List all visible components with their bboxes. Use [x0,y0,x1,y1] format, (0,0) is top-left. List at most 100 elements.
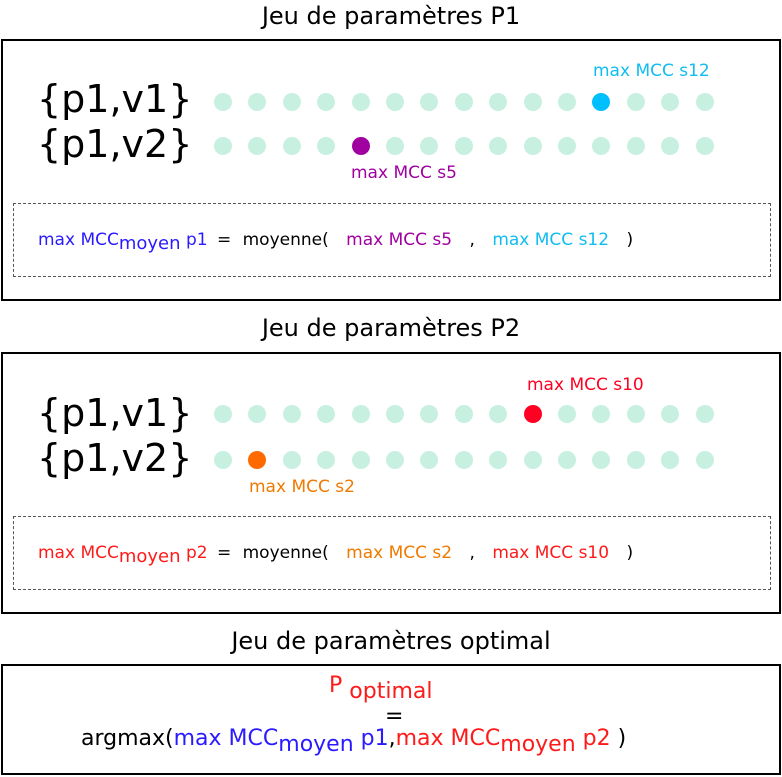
dot [489,93,508,111]
dot [558,405,576,423]
dot [282,93,301,111]
optimal-box: P optimal = argmax(max MCCmoyen p1,max M… [1,664,781,775]
dot [523,93,542,111]
dot [592,405,611,423]
dot [386,451,404,469]
dot [695,405,714,423]
dot [489,137,508,155]
dot [317,405,336,423]
dot [626,451,645,469]
dot [558,93,576,111]
panel1-title: Jeu de paramètres P1 [261,2,521,30]
dot [454,405,473,423]
dot [454,451,473,469]
optimal-arg2: max MCCmoyen p2 [395,726,611,757]
panel2-formula: max MCCmoyen p2 = moyenne( max MCC s2 , … [38,542,634,567]
panel1-arg2: max MCC s12 [492,230,610,250]
dot [420,405,439,423]
highlight-dot [523,405,542,423]
panel2-row2-annotation: max MCC s2 [249,477,355,497]
highlight-dot [248,451,267,469]
dot [489,405,508,423]
panel2-arg1: max MCC s2 [346,543,453,563]
dot [695,451,714,469]
dot [351,93,370,111]
dot [214,405,232,423]
dot [523,451,542,469]
dot [592,137,611,155]
dot [661,93,680,111]
panel2-title: Jeu de paramètres P2 [261,314,521,342]
dot [592,451,611,469]
dot [661,405,680,423]
dot [661,451,680,469]
dot [420,137,439,155]
dot [386,405,404,423]
panel1-lhs: max MCCmoyen p1 [38,230,208,254]
panel2-lhs: max MCCmoyen p2 [38,543,208,567]
optimal-arg1: max MCCmoyen p1 [173,726,389,757]
dot [695,137,714,155]
highlight-dot [592,93,611,111]
optimal-equals: = [385,704,404,729]
dot [351,451,370,469]
panel1-comma: , [469,230,475,250]
panel2-formula-box: max MCCmoyen p2 = moyenne( max MCC s2 , … [13,516,771,590]
panel1-row2-annotation: max MCC s5 [351,163,457,183]
dot [317,451,336,469]
dot [420,451,439,469]
dot [661,137,680,155]
dot [317,137,336,155]
panel1-func: moyenne( [242,230,329,250]
highlight-dot [351,137,370,155]
dot [626,405,645,423]
optimal-func: argmax( [81,726,174,751]
dot [558,137,576,155]
panel2-func: moyenne( [242,543,329,563]
dot [454,93,473,111]
panel1-arg1: max MCC s5 [346,230,453,250]
panel1-equals: = [216,230,232,250]
panel2-row1-label: {p1,v1} [37,391,193,435]
dot [214,137,232,155]
dot [386,93,404,111]
panel1-row1-annotation: max MCC s12 [593,61,710,81]
dot [351,405,370,423]
panel1-row1-label: {p1,v1} [37,77,193,121]
panel2-comma: , [469,543,475,563]
dot [214,93,232,111]
panel2-equals: = [216,543,232,563]
optimal-title: Jeu de paramètres optimal [231,627,551,655]
dot [489,451,508,469]
panel1-close: ) [626,230,634,250]
panel1-formula: max MCCmoyen p1 = moyenne( max MCC s5 , … [38,229,634,254]
optimal-close: ) [617,726,627,751]
dot [248,405,267,423]
dot [282,137,301,155]
dot [282,451,301,469]
optimal-p: P optimal [329,673,433,704]
dot [214,451,232,469]
panel2-row1-annotation: max MCC s10 [527,375,644,395]
panel2-box: {p1,v1} {p1,v2} max MCC s10 max MCC s2 m… [1,352,781,614]
optimal-formula: argmax(max MCCmoyen p1,max MCCmoyen p2 ) [81,726,627,757]
panel2-row2-label: {p1,v2} [37,436,193,480]
panel1-formula-box: max MCCmoyen p1 = moyenne( max MCC s5 , … [13,203,771,277]
dot [558,451,576,469]
panel2-arg2: max MCC s10 [492,543,610,563]
optimal-comma: , [388,726,396,751]
panel1-box: {p1,v1} {p1,v2} max MCC s12 max MCC s5 m… [1,39,781,301]
dot [248,137,267,155]
dot [454,137,473,155]
dot [282,405,301,423]
dot [523,137,542,155]
dot [695,93,714,111]
panel2-close: ) [626,543,634,563]
dot [386,137,404,155]
dot [626,93,645,111]
dot [317,93,336,111]
dot [626,137,645,155]
panel1-row2-label: {p1,v2} [37,122,193,166]
dot [248,93,267,111]
dot [420,93,439,111]
